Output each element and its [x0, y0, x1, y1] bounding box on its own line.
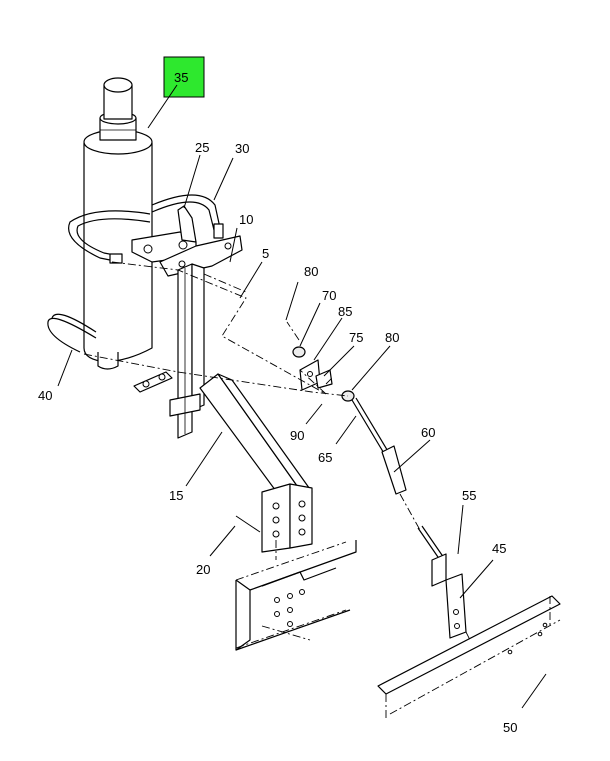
left-frame-rail [235, 540, 357, 651]
muffler [83, 77, 153, 370]
callout-55[interactable]: 55 [462, 488, 476, 503]
callout-40[interactable]: 40 [38, 388, 52, 403]
leader-lines [57, 84, 547, 709]
vertical-bracket [169, 263, 205, 439]
callout-80-right[interactable]: 80 [385, 330, 399, 345]
callout-10[interactable]: 10 [239, 212, 253, 227]
callout-70[interactable]: 70 [322, 288, 336, 303]
callout-labels: 35 25 30 10 5 80 70 85 75 80 40 90 65 60… [38, 70, 517, 735]
tail-pipe [47, 313, 97, 353]
rod-hardware [292, 346, 355, 402]
right-frame-rail [377, 595, 561, 720]
callout-60[interactable]: 60 [421, 425, 435, 440]
callout-80-upper-left[interactable]: 80 [304, 264, 318, 279]
lower-mount-plate [261, 483, 313, 553]
tie-rod [351, 397, 445, 561]
hanger-clip [133, 371, 173, 393]
callout-75[interactable]: 75 [349, 330, 363, 345]
callout-20[interactable]: 20 [196, 562, 210, 577]
callout-90[interactable]: 90 [290, 428, 304, 443]
callout-25[interactable]: 25 [195, 140, 209, 155]
callout-5[interactable]: 5 [262, 246, 269, 261]
lower-rod-bracket [431, 553, 467, 639]
clamp-band [68, 194, 224, 264]
top-plate [159, 235, 243, 277]
callout-85[interactable]: 85 [338, 304, 352, 319]
callout-35-highlight [163, 56, 205, 98]
callout-65[interactable]: 65 [318, 450, 332, 465]
center-lines [83, 261, 349, 560]
callout-45[interactable]: 45 [492, 541, 506, 556]
callout-30[interactable]: 30 [235, 141, 249, 156]
callout-50[interactable]: 50 [503, 720, 517, 735]
callout-35[interactable]: 35 [174, 70, 188, 85]
callout-15[interactable]: 15 [169, 488, 183, 503]
